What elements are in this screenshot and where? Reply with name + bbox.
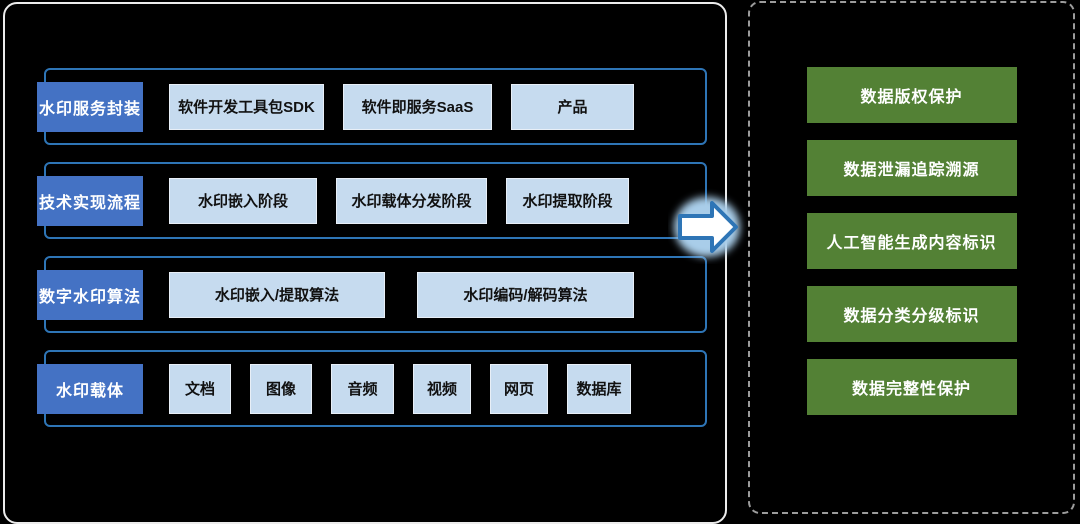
row-items: 软件开发工具包SDK 软件即服务SaaS 产品 xyxy=(143,83,705,130)
row-label-watermark-algorithms: 数字水印算法 xyxy=(37,269,143,320)
item-saas: 软件即服务SaaS xyxy=(343,83,492,130)
app-integrity-protection: 数据完整性保护 xyxy=(806,359,1017,415)
row-watermark-carriers: 水印载体 文档 图像 音频 视频 网页 数据库 xyxy=(37,350,707,427)
row-items: 水印嵌入阶段 水印载体分发阶段 水印提取阶段 xyxy=(143,177,705,224)
watermark-architecture-diagram: { "left_panel": { "rows": [ { "label": "… xyxy=(3,1,1075,524)
item-extract-stage: 水印提取阶段 xyxy=(506,177,629,224)
item-sdk: 软件开发工具包SDK xyxy=(169,83,324,130)
app-aigc-labeling: 人工智能生成内容标识 xyxy=(806,213,1017,269)
row-label-watermark-carriers: 水印载体 xyxy=(37,363,143,414)
app-classification-labeling: 数据分类分级标识 xyxy=(806,286,1017,342)
right-arrow-icon xyxy=(668,188,750,264)
app-leak-tracing: 数据泄漏追踪溯源 xyxy=(806,140,1017,196)
item-encode-decode-algorithm: 水印编码/解码算法 xyxy=(417,271,634,318)
item-webpage: 网页 xyxy=(490,363,548,414)
item-audio: 音频 xyxy=(331,363,394,414)
item-image: 图像 xyxy=(250,363,312,414)
item-embed-stage: 水印嵌入阶段 xyxy=(169,177,317,224)
app-copyright-protection: 数据版权保护 xyxy=(806,67,1017,123)
row-items: 水印嵌入/提取算法 水印编码/解码算法 xyxy=(143,271,705,318)
row-label-implementation-process: 技术实现流程 xyxy=(37,175,143,226)
row-implementation-process: 技术实现流程 水印嵌入阶段 水印载体分发阶段 水印提取阶段 xyxy=(37,162,707,239)
item-video: 视频 xyxy=(413,363,471,414)
row-watermark-algorithms: 数字水印算法 水印嵌入/提取算法 水印编码/解码算法 xyxy=(37,256,707,333)
item-product: 产品 xyxy=(511,83,634,130)
item-document: 文档 xyxy=(169,363,231,414)
watermark-tech-panel: 水印服务封装 软件开发工具包SDK 软件即服务SaaS 产品 技术实现流程 水印… xyxy=(3,2,727,524)
item-embed-extract-algorithm: 水印嵌入/提取算法 xyxy=(169,271,385,318)
item-distribution-stage: 水印载体分发阶段 xyxy=(336,177,487,224)
application-panel: 数据版权保护 数据泄漏追踪溯源 人工智能生成内容标识 数据分类分级标识 数据完整… xyxy=(748,1,1075,514)
row-service-packaging: 水印服务封装 软件开发工具包SDK 软件即服务SaaS 产品 xyxy=(37,68,707,145)
row-label-service-packaging: 水印服务封装 xyxy=(37,81,143,132)
row-items: 文档 图像 音频 视频 网页 数据库 xyxy=(143,363,705,414)
item-database: 数据库 xyxy=(567,363,631,414)
